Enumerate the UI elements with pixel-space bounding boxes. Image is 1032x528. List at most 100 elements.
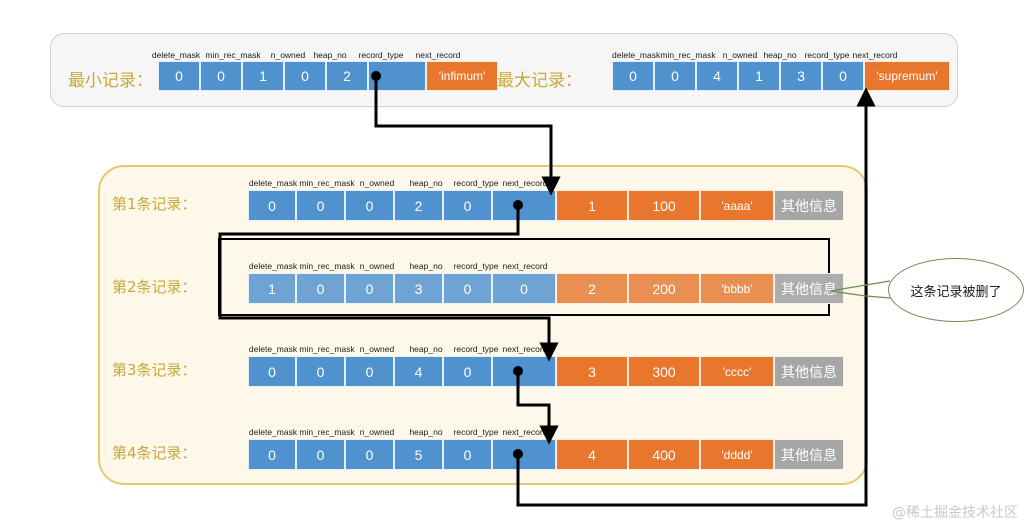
header-n-owned-max: n_owned bbox=[722, 50, 758, 60]
header-min-rec-mask-max: min_rec_mask bbox=[660, 50, 716, 60]
min-cell-record-type: 2 bbox=[326, 61, 368, 91]
record-1-col-2: 100 bbox=[628, 190, 700, 221]
record-1-strip: 0 0 0 2 0 1 100 'aaaa' 其他信息 bbox=[248, 190, 844, 221]
record-1-other-info: 其他信息 bbox=[774, 190, 844, 221]
header-delete-mask-max: delete_mask bbox=[612, 50, 661, 60]
min-cell-payload: 'infimum' bbox=[426, 61, 498, 91]
max-cell-min-rec-mask: 0 bbox=[654, 61, 696, 91]
record-1-label: 第1条记录： bbox=[112, 195, 197, 213]
watermark: @稀土掘金技术社区 bbox=[892, 505, 1018, 521]
record-3-header-min-rec-mask: min_rec_mask bbox=[299, 344, 355, 354]
record-4-heap-no: 5 bbox=[394, 439, 443, 470]
header-delete-mask: delete_mask bbox=[151, 50, 201, 60]
record-2-header-delete-mask: delete_mask bbox=[248, 261, 298, 271]
record-1-header-heap-no: heap_no bbox=[409, 178, 443, 188]
record-4-header-n-owned: n_owned bbox=[359, 427, 395, 437]
max-cell-heap-no: 1 bbox=[738, 61, 780, 91]
max-cell-n-owned: 4 bbox=[696, 61, 738, 91]
record-2-header-heap-no: heap_no bbox=[409, 261, 443, 271]
record-1-heap-no: 2 bbox=[394, 190, 443, 221]
record-1-header-min-rec-mask: min_rec_mask bbox=[299, 178, 355, 188]
header-heap-no: heap_no bbox=[313, 50, 347, 60]
min-cell-min-rec-mask: 0 bbox=[200, 61, 242, 91]
max-cell-payload: 'supremum' bbox=[864, 61, 950, 91]
record-4-delete-mask: 0 bbox=[248, 439, 296, 470]
record-4-header-min-rec-mask: min_rec_mask bbox=[299, 427, 355, 437]
record-2-header-next-record: next_record bbox=[502, 261, 548, 271]
header-min-rec-mask: min_rec_mask bbox=[205, 50, 261, 60]
record-4-header-record-type: record_type bbox=[453, 427, 499, 437]
header-record-type: record_type bbox=[358, 50, 404, 60]
record-3-heap-no: 4 bbox=[394, 356, 443, 387]
record-3-col-3: 'cccc' bbox=[700, 356, 774, 387]
record-4-record-type: 0 bbox=[443, 439, 492, 470]
deleted-record-callout: 这条记录被删了 bbox=[888, 258, 1024, 322]
record-2-min-rec-mask: 0 bbox=[296, 273, 345, 304]
record-3-col-1: 3 bbox=[556, 356, 628, 387]
record-2-header-min-rec-mask: min_rec_mask bbox=[299, 261, 355, 271]
max-cell-record-type: 3 bbox=[780, 61, 822, 91]
record-2-header-n-owned: n_owned bbox=[359, 261, 395, 271]
record-1-record-type: 0 bbox=[443, 190, 492, 221]
record-1-col-3: 'aaaa' bbox=[700, 190, 774, 221]
maximum-record-strip: 0 0 4 1 3 0 'supremum' bbox=[612, 61, 950, 91]
record-2-record-type: 0 bbox=[443, 273, 492, 304]
max-cell-delete-mask: 0 bbox=[612, 61, 654, 91]
record-3-strip: 0 0 0 4 0 3 300 'cccc' 其他信息 bbox=[248, 356, 844, 387]
record-2-strip: 1 0 0 3 0 0 2 200 'bbbb' 其他信息 bbox=[248, 273, 844, 304]
record-1-delete-mask: 0 bbox=[248, 190, 296, 221]
record-4-header-heap-no: heap_no bbox=[409, 427, 443, 437]
record-3-label: 第3条记录： bbox=[112, 361, 197, 379]
record-2-col-1: 2 bbox=[556, 273, 628, 304]
record-1-n-owned: 0 bbox=[345, 190, 394, 221]
record-4-strip: 0 0 0 5 0 4 400 'dddd' 其他信息 bbox=[248, 439, 844, 470]
record-4-col-1: 4 bbox=[556, 439, 628, 470]
record-2-col-2: 200 bbox=[628, 273, 700, 304]
record-4-other-info: 其他信息 bbox=[774, 439, 844, 470]
maximum-record-label: 最大记录： bbox=[497, 71, 582, 91]
header-heap-no-max: heap_no bbox=[763, 50, 797, 60]
record-1-next-record bbox=[492, 190, 556, 221]
record-1-header-n-owned: n_owned bbox=[359, 178, 395, 188]
record-3-min-rec-mask: 0 bbox=[296, 356, 345, 387]
record-2-next-record: 0 bbox=[492, 273, 556, 304]
record-3-header-delete-mask: delete_mask bbox=[248, 344, 298, 354]
record-4-header-next-record: next_record bbox=[502, 427, 548, 437]
record-3-header-n-owned: n_owned bbox=[359, 344, 395, 354]
record-2-heap-no: 3 bbox=[394, 273, 443, 304]
minimum-record-strip: 0 0 1 0 2 'infimum' bbox=[158, 61, 498, 91]
record-2-col-3: 'bbbb' bbox=[700, 273, 774, 304]
record-3-header-next-record: next_record bbox=[502, 344, 548, 354]
record-4-min-rec-mask: 0 bbox=[296, 439, 345, 470]
record-4-col-2: 400 bbox=[628, 439, 700, 470]
min-cell-n-owned: 1 bbox=[242, 61, 284, 91]
record-2-other-info: 其他信息 bbox=[774, 273, 844, 304]
record-4-label: 第4条记录： bbox=[112, 444, 197, 462]
record-3-n-owned: 0 bbox=[345, 356, 394, 387]
record-4-next-record bbox=[492, 439, 556, 470]
record-3-record-type: 0 bbox=[443, 356, 492, 387]
record-2-label: 第2条记录： bbox=[112, 278, 197, 296]
header-record-type-max: record_type bbox=[804, 50, 850, 60]
record-2-delete-mask: 1 bbox=[248, 273, 296, 304]
record-3-other-info: 其他信息 bbox=[774, 356, 844, 387]
min-cell-delete-mask: 0 bbox=[158, 61, 200, 91]
record-3-col-2: 300 bbox=[628, 356, 700, 387]
record-1-header-next-record: next_record bbox=[502, 178, 548, 188]
record-1-header-delete-mask: delete_mask bbox=[248, 178, 298, 188]
header-next-record: next_record bbox=[415, 50, 461, 60]
minimum-record-label: 最小记录： bbox=[68, 71, 153, 91]
max-cell-next-record: 0 bbox=[822, 61, 864, 91]
header-next-record-max: next_record bbox=[852, 50, 898, 60]
record-3-next-record bbox=[492, 356, 556, 387]
min-cell-heap-no: 0 bbox=[284, 61, 326, 91]
record-4-col-3: 'dddd' bbox=[700, 439, 774, 470]
record-3-delete-mask: 0 bbox=[248, 356, 296, 387]
record-2-n-owned: 0 bbox=[345, 273, 394, 304]
record-4-header-delete-mask: delete_mask bbox=[248, 427, 298, 437]
record-1-col-1: 1 bbox=[556, 190, 628, 221]
header-n-owned: n_owned bbox=[270, 50, 306, 60]
record-3-header-heap-no: heap_no bbox=[409, 344, 443, 354]
record-4-n-owned: 0 bbox=[345, 439, 394, 470]
